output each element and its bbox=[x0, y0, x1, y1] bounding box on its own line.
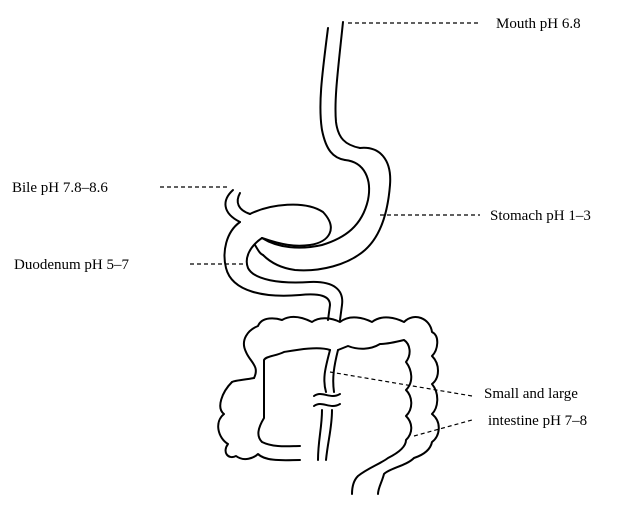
stomach bbox=[255, 148, 390, 271]
small-intestine bbox=[314, 350, 340, 460]
duodenum bbox=[225, 205, 343, 320]
leader-large-intestine bbox=[414, 420, 472, 436]
label-intestine-line2: intestine pH 7–8 bbox=[488, 413, 587, 429]
label-bile: Bile pH 7.8–8.6 bbox=[12, 180, 108, 196]
bile-duct bbox=[225, 190, 250, 222]
label-mouth: Mouth pH 6.8 bbox=[496, 16, 581, 32]
leader-small-intestine bbox=[330, 372, 472, 396]
label-duodenum: Duodenum pH 5–7 bbox=[14, 257, 129, 273]
label-stomach: Stomach pH 1–3 bbox=[490, 208, 591, 224]
label-intestine-line1: Small and large bbox=[484, 386, 578, 402]
leader-lines bbox=[160, 23, 480, 436]
esophagus bbox=[320, 22, 360, 160]
